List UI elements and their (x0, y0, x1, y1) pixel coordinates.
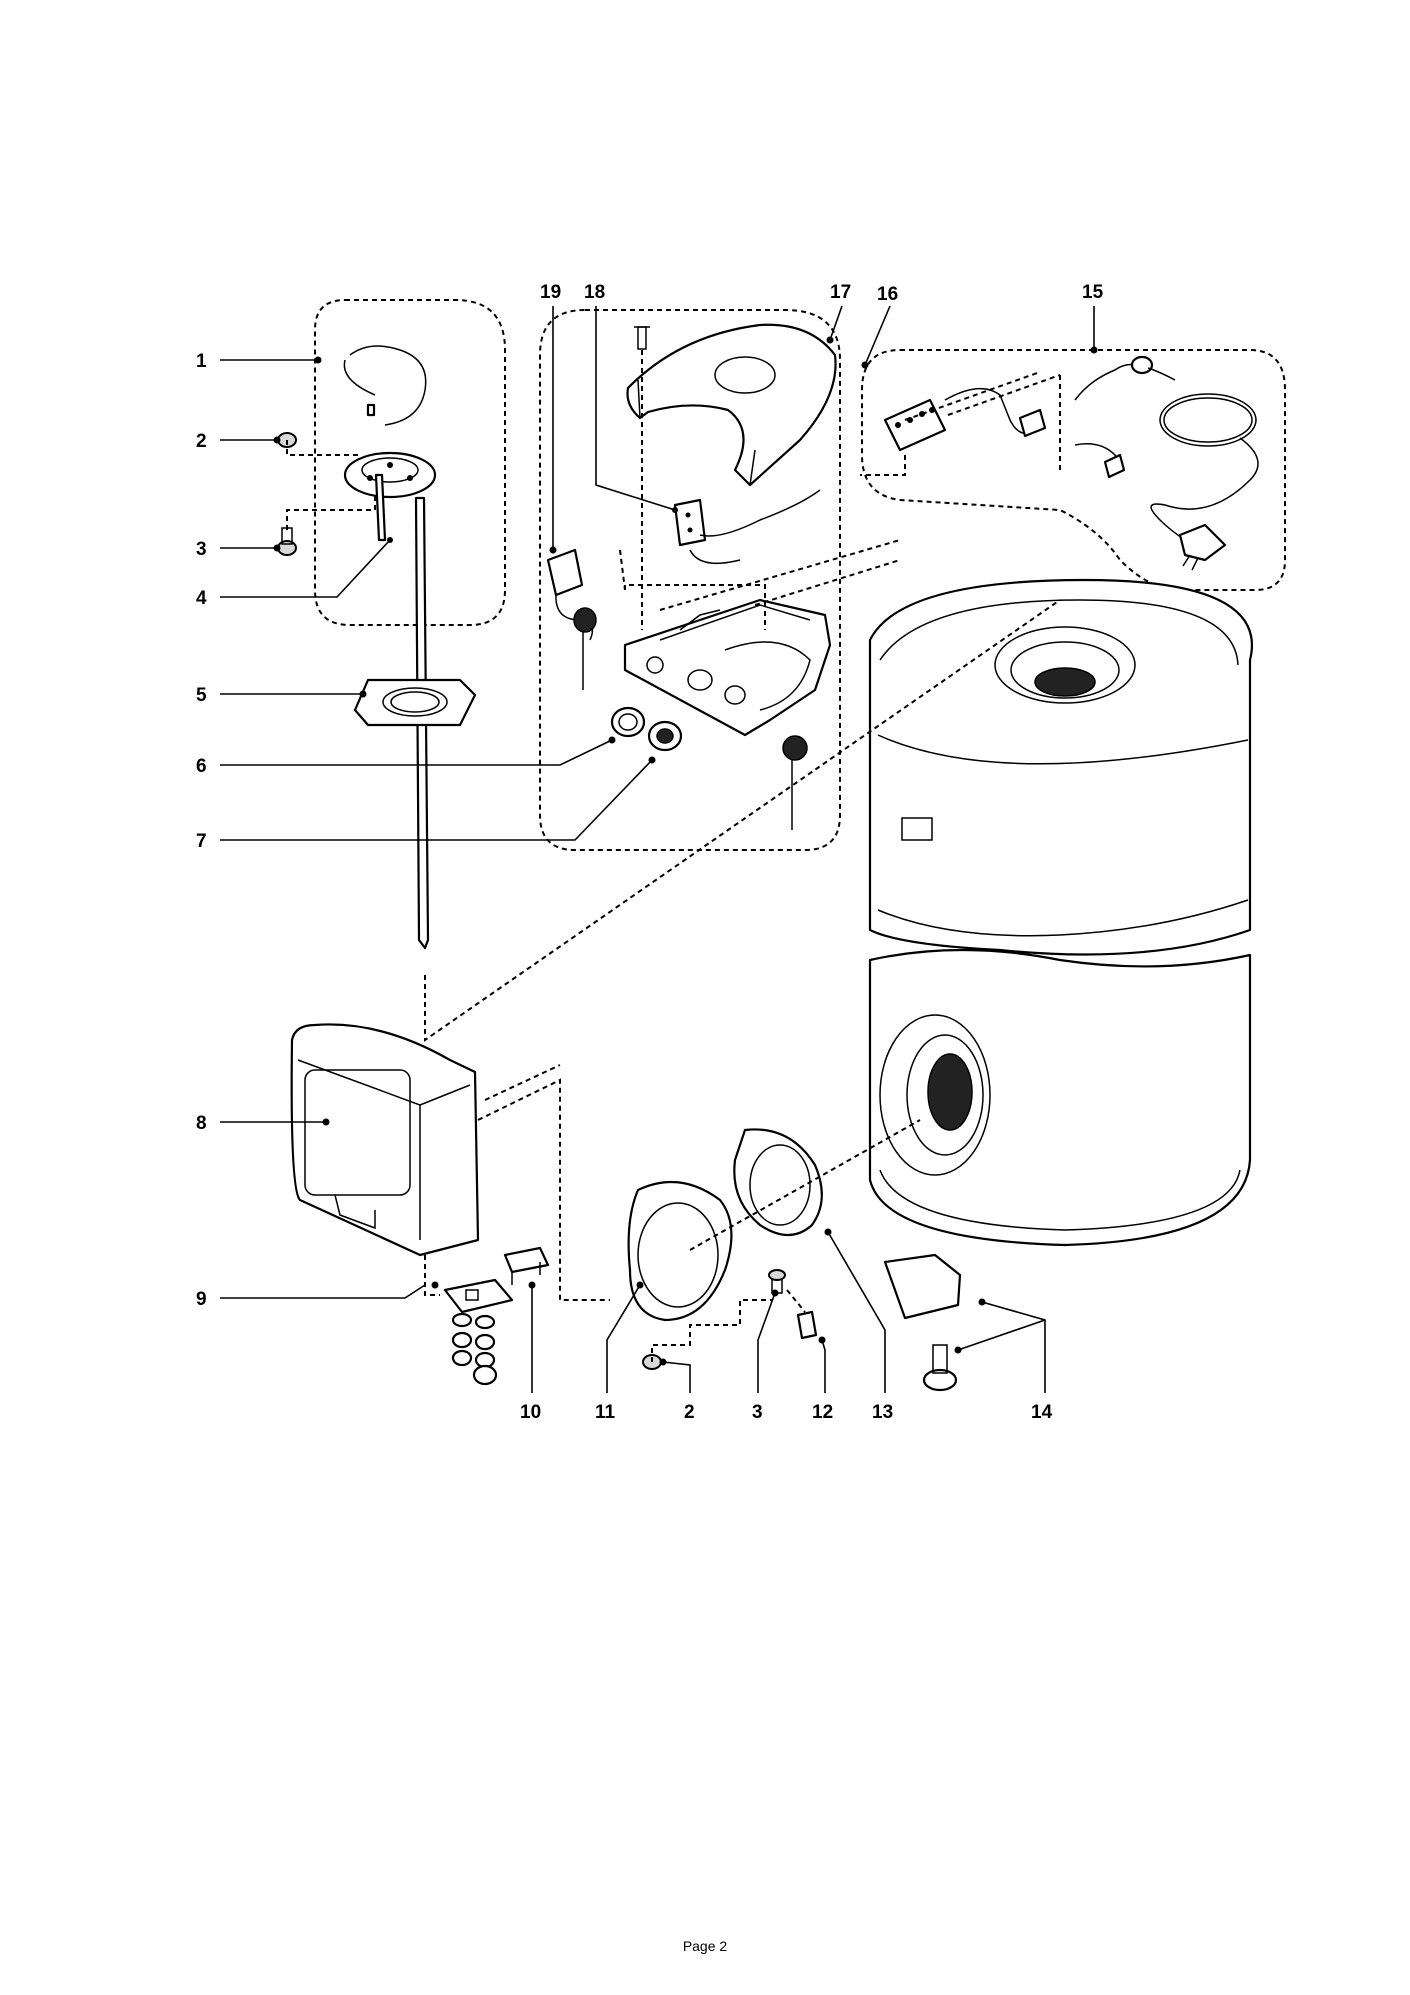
group-outline-power-cord (861, 349, 1286, 591)
spiral-sensor (782, 735, 808, 830)
callout-2b: 2 (684, 1402, 695, 1423)
page-number: Page 2 (682, 1938, 728, 1954)
knob-6 (610, 706, 646, 738)
callout-14: 14 (1031, 1402, 1053, 1423)
callout-8: 8 (196, 1113, 207, 1134)
thermostat-19 (546, 548, 597, 690)
water-tank (868, 578, 1253, 1247)
callout-15: 15 (1082, 282, 1104, 303)
clip-12 (796, 1310, 818, 1340)
plug (1178, 523, 1227, 571)
callout-13: 13 (872, 1402, 893, 1423)
flange-11 (627, 1180, 733, 1322)
mount-9 (443, 1278, 514, 1386)
callout-3: 3 (196, 539, 207, 560)
foot-14 (883, 1253, 962, 1392)
bracket-18 (673, 498, 707, 547)
knob-7 (647, 720, 683, 752)
leader-lines (220, 305, 1098, 1393)
screw-3a (277, 527, 297, 556)
cover-8 (290, 1023, 480, 1257)
callout-12: 12 (812, 1402, 833, 1423)
callout-19: 19 (540, 282, 561, 303)
cover-17 (626, 323, 837, 487)
callout-9: 9 (196, 1289, 207, 1310)
callout-numbers: 1 2 3 4 5 6 7 8 9 19 18 17 16 15 10 11 2… (196, 282, 1104, 1423)
callout-16: 16 (877, 284, 898, 305)
callout-1: 1 (196, 351, 207, 372)
screw-3b (768, 1269, 786, 1294)
callout-6: 6 (196, 756, 207, 777)
screw-top (634, 326, 650, 350)
callout-18: 18 (584, 282, 605, 303)
callout-7: 7 (196, 831, 207, 852)
group-outline-control-box (539, 309, 841, 851)
callout-4: 4 (196, 588, 207, 609)
heating-element (343, 345, 437, 950)
callout-17: 17 (830, 282, 851, 303)
gasket-5 (353, 678, 477, 727)
group-outline-heating-element (314, 299, 506, 626)
callout-11: 11 (595, 1402, 616, 1423)
clip-10 (503, 1246, 550, 1285)
callout-2: 2 (196, 431, 207, 452)
callout-3b: 3 (752, 1402, 763, 1423)
terminal-block (883, 398, 947, 452)
control-housing (623, 598, 832, 737)
callout-10: 10 (520, 1402, 541, 1423)
gasket-13 (733, 1128, 823, 1237)
callout-5: 5 (196, 685, 207, 706)
